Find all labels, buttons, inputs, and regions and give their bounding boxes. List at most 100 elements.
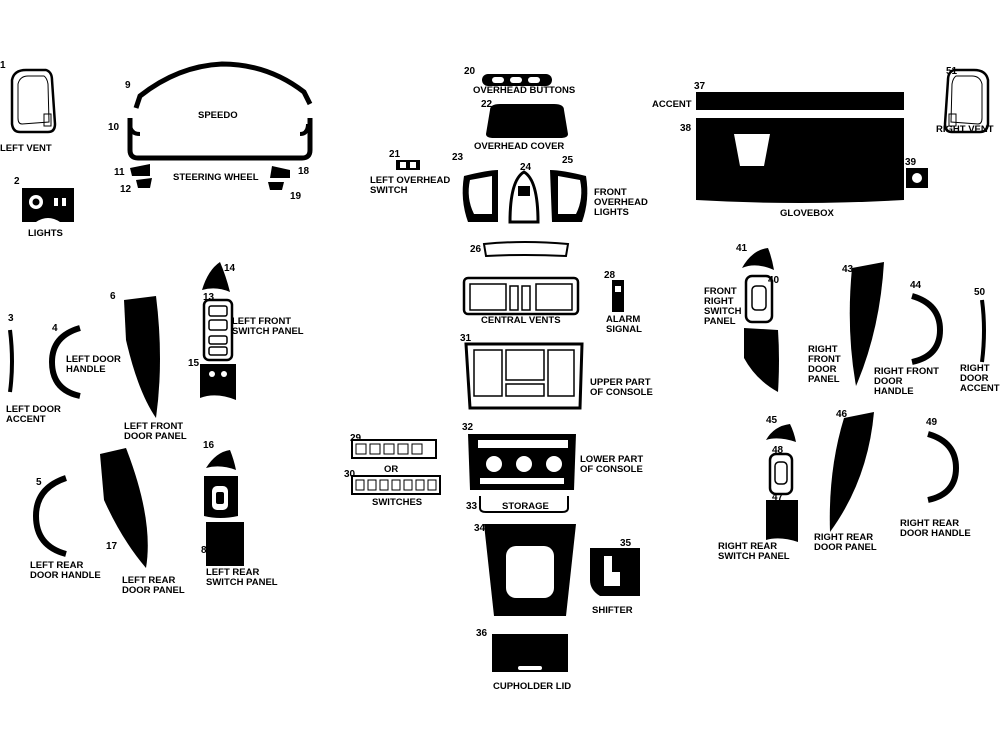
piece-5-shape [32,475,68,557]
piece-18-shape [270,166,290,178]
piece-33-number: 33 [466,501,478,512]
piece-17-shape [100,448,148,568]
piece-43-label-3: DOOR [808,364,837,375]
piece-38-number: 38 [680,123,692,134]
piece-6-number: 6 [110,291,116,302]
piece-50-number: 50 [974,287,986,298]
piece-13-number: 13 [203,292,215,303]
piece-50-label-3: ACCENT [960,383,1000,394]
piece-42-number: 42 [752,331,764,342]
piece-6-label-1: LEFT FRONT [124,421,183,432]
piece-24-number: 24 [520,162,532,173]
piece-35-shape [590,548,640,596]
piece-3-number: 3 [8,313,14,324]
piece-17-label-2: DOOR PANEL [122,585,185,596]
piece-16-7-8-shape [204,450,244,566]
piece-numerals: 1 2 3 4 5 6 7 8 9 10 11 12 13 14 15 16 1… [0,60,986,639]
piece-39-number: 39 [905,157,917,168]
piece-14-number: 14 [224,263,236,274]
piece-16-number: 16 [203,440,215,451]
piece-6-shape [124,296,160,418]
piece-9-number: 9 [125,80,131,91]
piece-12-number: 12 [120,184,132,195]
piece-34-shape [484,524,576,616]
piece-44-label-1: RIGHT FRONT [874,366,939,377]
piece-49-number: 49 [926,417,938,428]
piece-11-label: STEERING WHEEL [173,172,259,183]
piece-38-label: GLOVEBOX [780,208,835,219]
piece-1-label: LEFT VENT [0,143,52,154]
piece-labels: LEFT VENT LIGHTS LEFT DOOR ACCENT LEFT D… [0,85,1000,692]
piece-35-number: 35 [620,538,632,549]
piece-44-number: 44 [910,280,922,291]
piece-2-label: LIGHTS [28,228,63,239]
piece-46-shape [829,412,874,532]
piece-44-shape [911,293,944,365]
piece-43-shape [849,262,884,386]
piece-21-number: 21 [389,149,401,160]
piece-46-label-2: DOOR PANEL [814,542,877,553]
piece-50-shape [980,299,986,363]
piece-34-number: 34 [474,523,486,534]
piece-32-label-2: OF CONSOLE [580,464,643,475]
piece-51-number: 51 [946,66,958,77]
piece-47-label-1: RIGHT REAR [718,541,777,552]
piece-32-label-1: LOWER PART [580,454,643,465]
piece-36-shape [492,634,568,672]
piece-6-label-2: DOOR PANEL [124,431,187,442]
piece-28-number: 28 [604,270,616,281]
piece-36-label: CUPHOLDER LID [493,681,571,692]
piece-4-shape [48,325,81,399]
piece-21-shape [396,160,420,170]
piece-37-shape [696,92,904,110]
piece-36-number: 36 [476,628,488,639]
piece-28-shape [612,280,624,312]
piece-12-shape [136,178,152,188]
piece-20-label: OVERHEAD BUTTONS [473,85,575,96]
piece-26-shape [482,241,570,258]
piece-49-label-2: DOOR HANDLE [900,528,971,539]
piece-1-number: 1 [0,60,6,71]
piece-29-number: 29 [350,433,362,444]
piece-28-label-1: ALARM [606,314,640,325]
piece-40-label-4: PANEL [704,316,736,327]
piece-43-number: 43 [842,264,854,275]
piece-31-label-2: OF CONSOLE [590,387,653,398]
piece-50-label-2: DOOR [960,373,989,384]
piece-31-number: 31 [460,333,472,344]
piece-43-label-1: RIGHT [808,344,838,355]
piece-29-30-shape [351,439,441,495]
piece-3-label-2: ACCENT [6,414,46,425]
piece-40-label-1: FRONT [704,286,737,297]
piece-45-47-48-shape [766,424,798,542]
piece-40-label-3: SWITCH [704,306,742,317]
piece-20-number: 20 [464,66,476,77]
piece-28-label-2: SIGNAL [606,324,642,335]
piece-21-label-1: LEFT OVERHEAD [370,175,450,186]
piece-11-shape [130,164,150,176]
piece-23-number: 23 [452,152,464,163]
piece-14-shape [202,262,230,292]
piece-27-label: CENTRAL VENTS [481,315,561,326]
piece-35-label: SHIFTER [592,605,633,616]
piece-5-label-1: LEFT REAR [30,560,83,571]
piece-47-label-2: SWITCH PANEL [718,551,790,562]
piece-3-label-1: LEFT DOOR [6,404,61,415]
piece-5-number: 5 [36,477,42,488]
piece-32-shape [468,434,576,490]
piece-37-number: 37 [694,81,706,92]
piece-39-shape [906,168,928,188]
piece-29-label: OR [384,464,398,475]
piece-47-number: 47 [772,492,784,503]
piece-46-number: 46 [836,409,848,420]
piece-48-number: 48 [772,445,784,456]
piece-13-15-shape [200,298,236,400]
piece-8-number: 8 [201,545,207,556]
piece-49-label-1: RIGHT REAR [900,518,959,529]
piece-17-number: 17 [106,541,118,552]
piece-50-label-1: RIGHT [960,363,990,374]
piece-11-number: 11 [114,167,125,178]
piece-shapes [8,61,990,672]
piece-40-label-2: RIGHT [704,296,734,307]
piece-3-shape [8,329,14,393]
